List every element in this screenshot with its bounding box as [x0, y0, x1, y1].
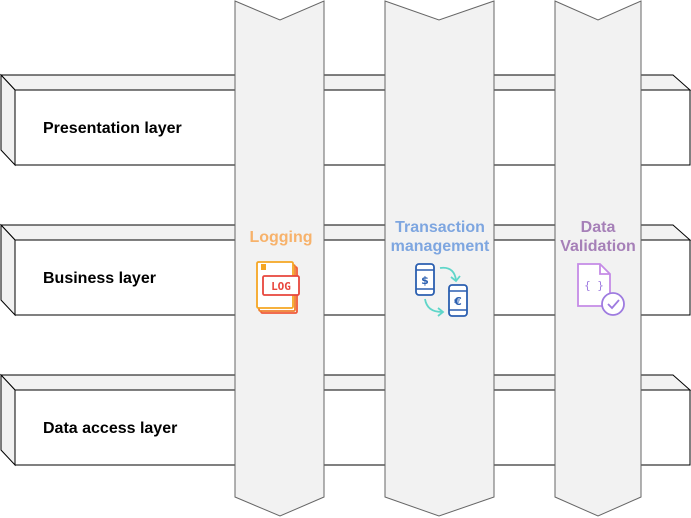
log-file-icon: LOG [256, 261, 300, 314]
validated-code-document-icon: { } [577, 263, 625, 316]
concern-label-transaction-line-2: management [391, 238, 490, 255]
concern-label-transaction-line-1: Transaction [395, 219, 485, 236]
pillar [384, 0, 495, 517]
layer-label-presentation: Presentation layer [43, 120, 182, 137]
layer-side-face [0, 73, 16, 167]
concern-data-validation[interactable]: Data Validation { } [554, 0, 642, 517]
currency-exchange-phones-icon: $ € [415, 263, 468, 317]
pillar [234, 0, 325, 517]
layer-label-business: Business layer [43, 270, 156, 287]
log-icon-text: LOG [271, 280, 291, 293]
layer-side-face [0, 373, 16, 467]
concern-label-logging: Logging [249, 229, 312, 246]
concern-label-validation-line-1: Data [581, 219, 616, 236]
euro-sign: € [453, 295, 462, 308]
pillar [554, 0, 642, 517]
concern-logging[interactable]: Logging LOG [234, 0, 325, 517]
layer-side-face [0, 223, 16, 317]
layer-label-data-access: Data access layer [43, 420, 177, 437]
concern-transaction-management[interactable]: Transaction management $ € [384, 0, 495, 517]
code-braces: { } [584, 279, 604, 292]
concern-label-validation-line-2: Validation [560, 238, 636, 255]
dollar-sign: $ [421, 274, 429, 287]
